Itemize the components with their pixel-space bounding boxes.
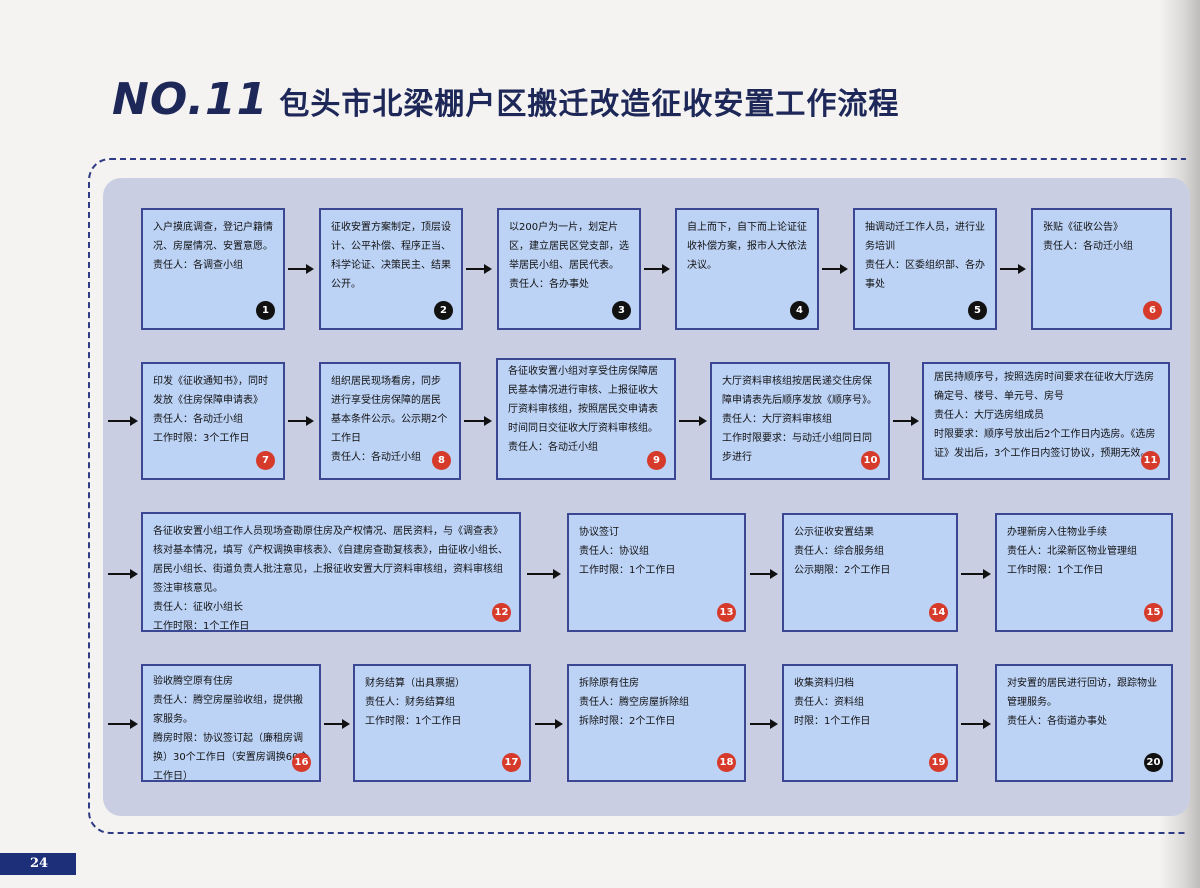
step-box-14: 公示征收安置结果 责任人：综合服务组 公示期限：2个工作日 14: [782, 513, 958, 632]
step-number-badge: 16: [292, 753, 311, 772]
flow-arrow: [644, 264, 670, 274]
flow-arrow: [466, 264, 492, 274]
step-box-4: 自上而下，自下而上论证征收补偿方案，报市人大依法决议。 4: [675, 208, 819, 330]
step-box-17: 财务结算（出具票据） 责任人：财务结算组 工作时限：1个工作日 17: [353, 664, 531, 782]
step-text: 办理新房入住物业手续 责任人：北梁新区物业管理组 工作时限：1个工作日: [1007, 527, 1137, 576]
step-text: 居民持顺序号，按照选房时间要求在征收大厅选房确定号、楼号、单元号、房号 责任人：…: [934, 372, 1156, 459]
step-box-12: 各征收安置小组工作人员现场查勘原住房及产权情况、居民资料，与《调查表》核对基本情…: [141, 512, 521, 632]
step-text: 张贴《征收公告》 责任人：各动迁小组: [1043, 222, 1133, 252]
step-number-badge: 14: [929, 603, 948, 622]
flow-arrow: [750, 719, 778, 729]
flow-arrow: [288, 416, 314, 426]
flow-arrow: [1000, 264, 1026, 274]
step-text: 财务结算（出具票据） 责任人：财务结算组 工作时限：1个工作日: [365, 678, 465, 727]
step-box-3: 以200户为一片，划定片区，建立居民区党支部，选举居民小组、居民代表。 责任人：…: [497, 208, 641, 330]
step-text: 验收腾空原有住房 责任人：腾空房屋验收组，提供搬家服务。 腾房时限：协议签订起（…: [153, 676, 309, 782]
step-number-badge: 3: [612, 301, 631, 320]
step-number-badge: 1: [256, 301, 275, 320]
flow-arrow: [108, 416, 138, 426]
flow-arrow: [750, 569, 778, 579]
dashed-frame: [88, 158, 1186, 834]
step-box-18: 拆除原有住房 责任人：腾空房屋拆除组 拆除时限：2个工作日 18: [567, 664, 746, 782]
flow-arrow: [288, 264, 314, 274]
step-box-5: 抽调动迁工作人员，进行业务培训 责任人：区委组织部、各办事处 5: [853, 208, 997, 330]
step-box-13: 协议签订 责任人：协议组 工作时限：1个工作日 13: [567, 513, 746, 632]
step-number-badge: 11: [1141, 451, 1160, 470]
step-number-badge: 20: [1144, 753, 1163, 772]
step-box-15: 办理新房入住物业手续 责任人：北梁新区物业管理组 工作时限：1个工作日 15: [995, 513, 1173, 632]
flow-arrow: [464, 416, 492, 426]
step-box-8: 组织居民现场看房，同步进行享受住房保障的居民基本条件公示。公示期2个工作日 责任…: [319, 362, 461, 480]
flow-arrow: [108, 569, 138, 579]
step-number-badge: 5: [968, 301, 987, 320]
step-number-badge: 18: [717, 753, 736, 772]
flow-arrow: [822, 264, 848, 274]
page-title: NO.11 包头市北梁棚户区搬迁改造征收安置工作流程: [112, 78, 899, 122]
step-text: 自上而下，自下而上论证征收补偿方案，报市人大依法决议。: [687, 222, 807, 271]
flow-arrow: [535, 719, 563, 729]
step-text: 各征收安置小组工作人员现场查勘原住房及产权情况、居民资料，与《调查表》核对基本情…: [153, 526, 508, 632]
step-text: 印发《征收通知书》，同时发放《住房保障申请表》 责任人：各动迁小组 工作时限：3…: [153, 376, 268, 444]
step-box-7: 印发《征收通知书》，同时发放《住房保障申请表》 责任人：各动迁小组 工作时限：3…: [141, 362, 285, 480]
step-box-6: 张贴《征收公告》 责任人：各动迁小组 6: [1031, 208, 1172, 330]
step-text: 以200户为一片，划定片区，建立居民区党支部，选举居民小组、居民代表。 责任人：…: [509, 222, 629, 290]
step-text: 抽调动迁工作人员，进行业务培训 责任人：区委组织部、各办事处: [865, 222, 985, 290]
step-box-10: 大厅资料审核组按居民递交住房保障申请表先后顺序发放《顺序号》。 责任人：大厅资料…: [710, 362, 890, 480]
title-text: 包头市北梁棚户区搬迁改造征收安置工作流程: [279, 87, 900, 122]
step-number-badge: 17: [502, 753, 521, 772]
title-number: NO.11: [112, 74, 269, 125]
step-number-badge: 13: [717, 603, 736, 622]
step-text: 公示征收安置结果 责任人：综合服务组 公示期限：2个工作日: [794, 527, 891, 576]
step-box-16: 验收腾空原有住房 责任人：腾空房屋验收组，提供搬家服务。 腾房时限：协议签订起（…: [141, 664, 321, 782]
flow-arrow: [108, 719, 138, 729]
step-text: 组织居民现场看房，同步进行享受住房保障的居民基本条件公示。公示期2个工作日 责任…: [331, 376, 448, 463]
flow-arrow: [324, 719, 350, 729]
step-text: 各征收安置小组对享受住房保障居民基本情况进行审核、上报征收大厅资料审核组，按照居…: [508, 366, 658, 453]
step-box-11: 居民持顺序号，按照选房时间要求在征收大厅选房确定号、楼号、单元号、房号 责任人：…: [922, 362, 1170, 480]
flow-arrow: [679, 416, 707, 426]
step-number-badge: 7: [256, 451, 275, 470]
step-text: 收集资料归档 责任人：资料组 时限：1个工作日: [794, 678, 871, 727]
flow-arrow: [961, 719, 991, 729]
step-text: 协议签订 责任人：协议组 工作时限：1个工作日: [579, 527, 676, 576]
step-text: 大厅资料审核组按居民递交住房保障申请表先后顺序发放《顺序号》。 责任人：大厅资料…: [722, 376, 877, 463]
step-number-badge: 12: [492, 603, 511, 622]
page-number: 24: [0, 853, 76, 875]
step-box-1: 入户摸底调查，登记户籍情况、房屋情况、安置意愿。 责任人：各调查小组 1: [141, 208, 285, 330]
step-box-9: 各征收安置小组对享受住房保障居民基本情况进行审核、上报征收大厅资料审核组，按照居…: [496, 358, 676, 480]
step-number-badge: 15: [1144, 603, 1163, 622]
step-text: 入户摸底调查，登记户籍情况、房屋情况、安置意愿。 责任人：各调查小组: [153, 222, 273, 271]
step-number-badge: 6: [1143, 301, 1162, 320]
step-number-badge: 2: [434, 301, 453, 320]
step-box-20: 对安置的居民进行回访，跟踪物业管理服务。 责任人：各街道办事处 20: [995, 664, 1173, 782]
step-box-19: 收集资料归档 责任人：资料组 时限：1个工作日 19: [782, 664, 958, 782]
step-box-2: 征收安置方案制定，顶层设计、公平补偿、程序正当、科学论证、决策民主、结果公开。 2: [319, 208, 463, 330]
step-number-badge: 8: [432, 451, 451, 470]
step-number-badge: 4: [790, 301, 809, 320]
step-number-badge: 9: [647, 451, 666, 470]
step-number-badge: 10: [861, 451, 880, 470]
flow-arrow: [527, 569, 561, 579]
step-text: 对安置的居民进行回访，跟踪物业管理服务。 责任人：各街道办事处: [1007, 678, 1157, 727]
flow-arrow: [961, 569, 991, 579]
step-text: 拆除原有住房 责任人：腾空房屋拆除组 拆除时限：2个工作日: [579, 678, 689, 727]
step-number-badge: 19: [929, 753, 948, 772]
step-text: 征收安置方案制定，顶层设计、公平补偿、程序正当、科学论证、决策民主、结果公开。: [331, 222, 451, 290]
flow-arrow: [893, 416, 919, 426]
